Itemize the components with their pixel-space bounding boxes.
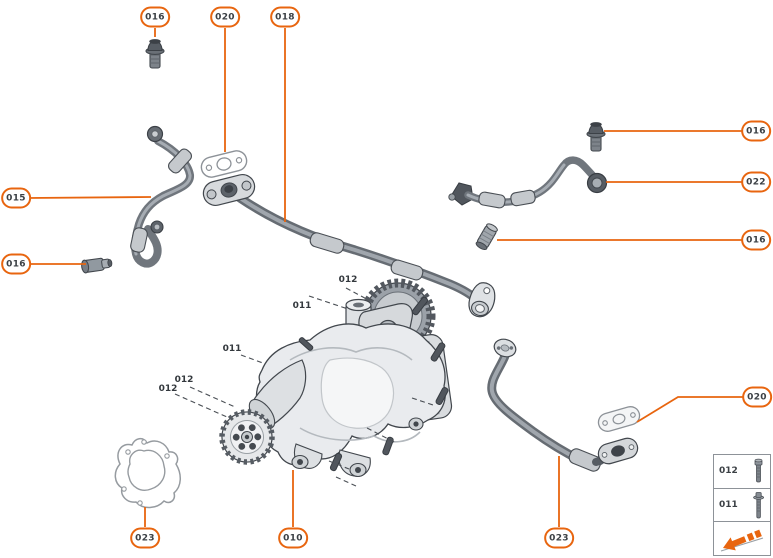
callout-016-left[interactable]: 016 <box>1 253 31 275</box>
flange-bolt-icon <box>753 491 764 518</box>
part-number-label-012-b[interactable]: 012 <box>174 375 194 385</box>
direction-arrow-icon <box>720 529 764 552</box>
part-number-label-012-c[interactable]: 012 <box>158 384 178 394</box>
gasket-020-right-illustration <box>597 406 641 432</box>
pipe-023-illustration <box>487 338 639 472</box>
legend-row-011[interactable]: 011 <box>714 489 770 523</box>
bolt-016-top-illustration <box>145 38 165 69</box>
legend-label-012: 012 <box>719 466 738 477</box>
union-016-left-illustration <box>81 257 113 274</box>
callout-018-top[interactable]: 018 <box>270 6 300 28</box>
pump-assembly-illustration <box>219 278 453 478</box>
legend-box: 012 011 <box>713 454 771 556</box>
callout-020-top[interactable]: 020 <box>210 6 240 28</box>
part-number-label-011-a[interactable]: 011 <box>292 301 312 311</box>
hex-bolt-icon <box>754 458 763 483</box>
leader-015 <box>27 196 152 199</box>
pipe-022-illustration <box>448 156 608 209</box>
leader-lines <box>27 28 745 527</box>
callout-016-right-1[interactable]: 016 <box>741 120 771 142</box>
part-number-label-011-b[interactable]: 011 <box>222 344 242 354</box>
callout-022-right[interactable]: 022 <box>741 171 771 193</box>
part-number-label-012-a[interactable]: 012 <box>338 275 358 285</box>
callout-010-bottom[interactable]: 010 <box>278 527 308 549</box>
callout-023-bottom-right[interactable]: 023 <box>544 527 574 549</box>
callout-020-right[interactable]: 020 <box>742 386 772 408</box>
gasket-023-illustration <box>114 437 181 509</box>
bolt-016-right-illustration <box>586 121 606 152</box>
callout-016-top[interactable]: 016 <box>140 6 170 28</box>
hose-015-illustration <box>130 125 194 268</box>
pipe-018-illustration <box>202 174 496 318</box>
legend-row-012[interactable]: 012 <box>714 455 770 489</box>
gasket-020-top-illustration <box>200 150 248 178</box>
callout-016-right-2[interactable]: 016 <box>741 229 771 251</box>
callout-015-left[interactable]: 015 <box>1 187 31 209</box>
legend-row-direction <box>714 522 770 555</box>
stud-016-right-illustration <box>475 223 498 251</box>
legend-label-011: 011 <box>719 500 738 510</box>
leader-020-right <box>636 396 745 423</box>
callout-023-bottom-left[interactable]: 023 <box>130 527 160 549</box>
bolt-axis-lines-exit <box>328 397 437 487</box>
